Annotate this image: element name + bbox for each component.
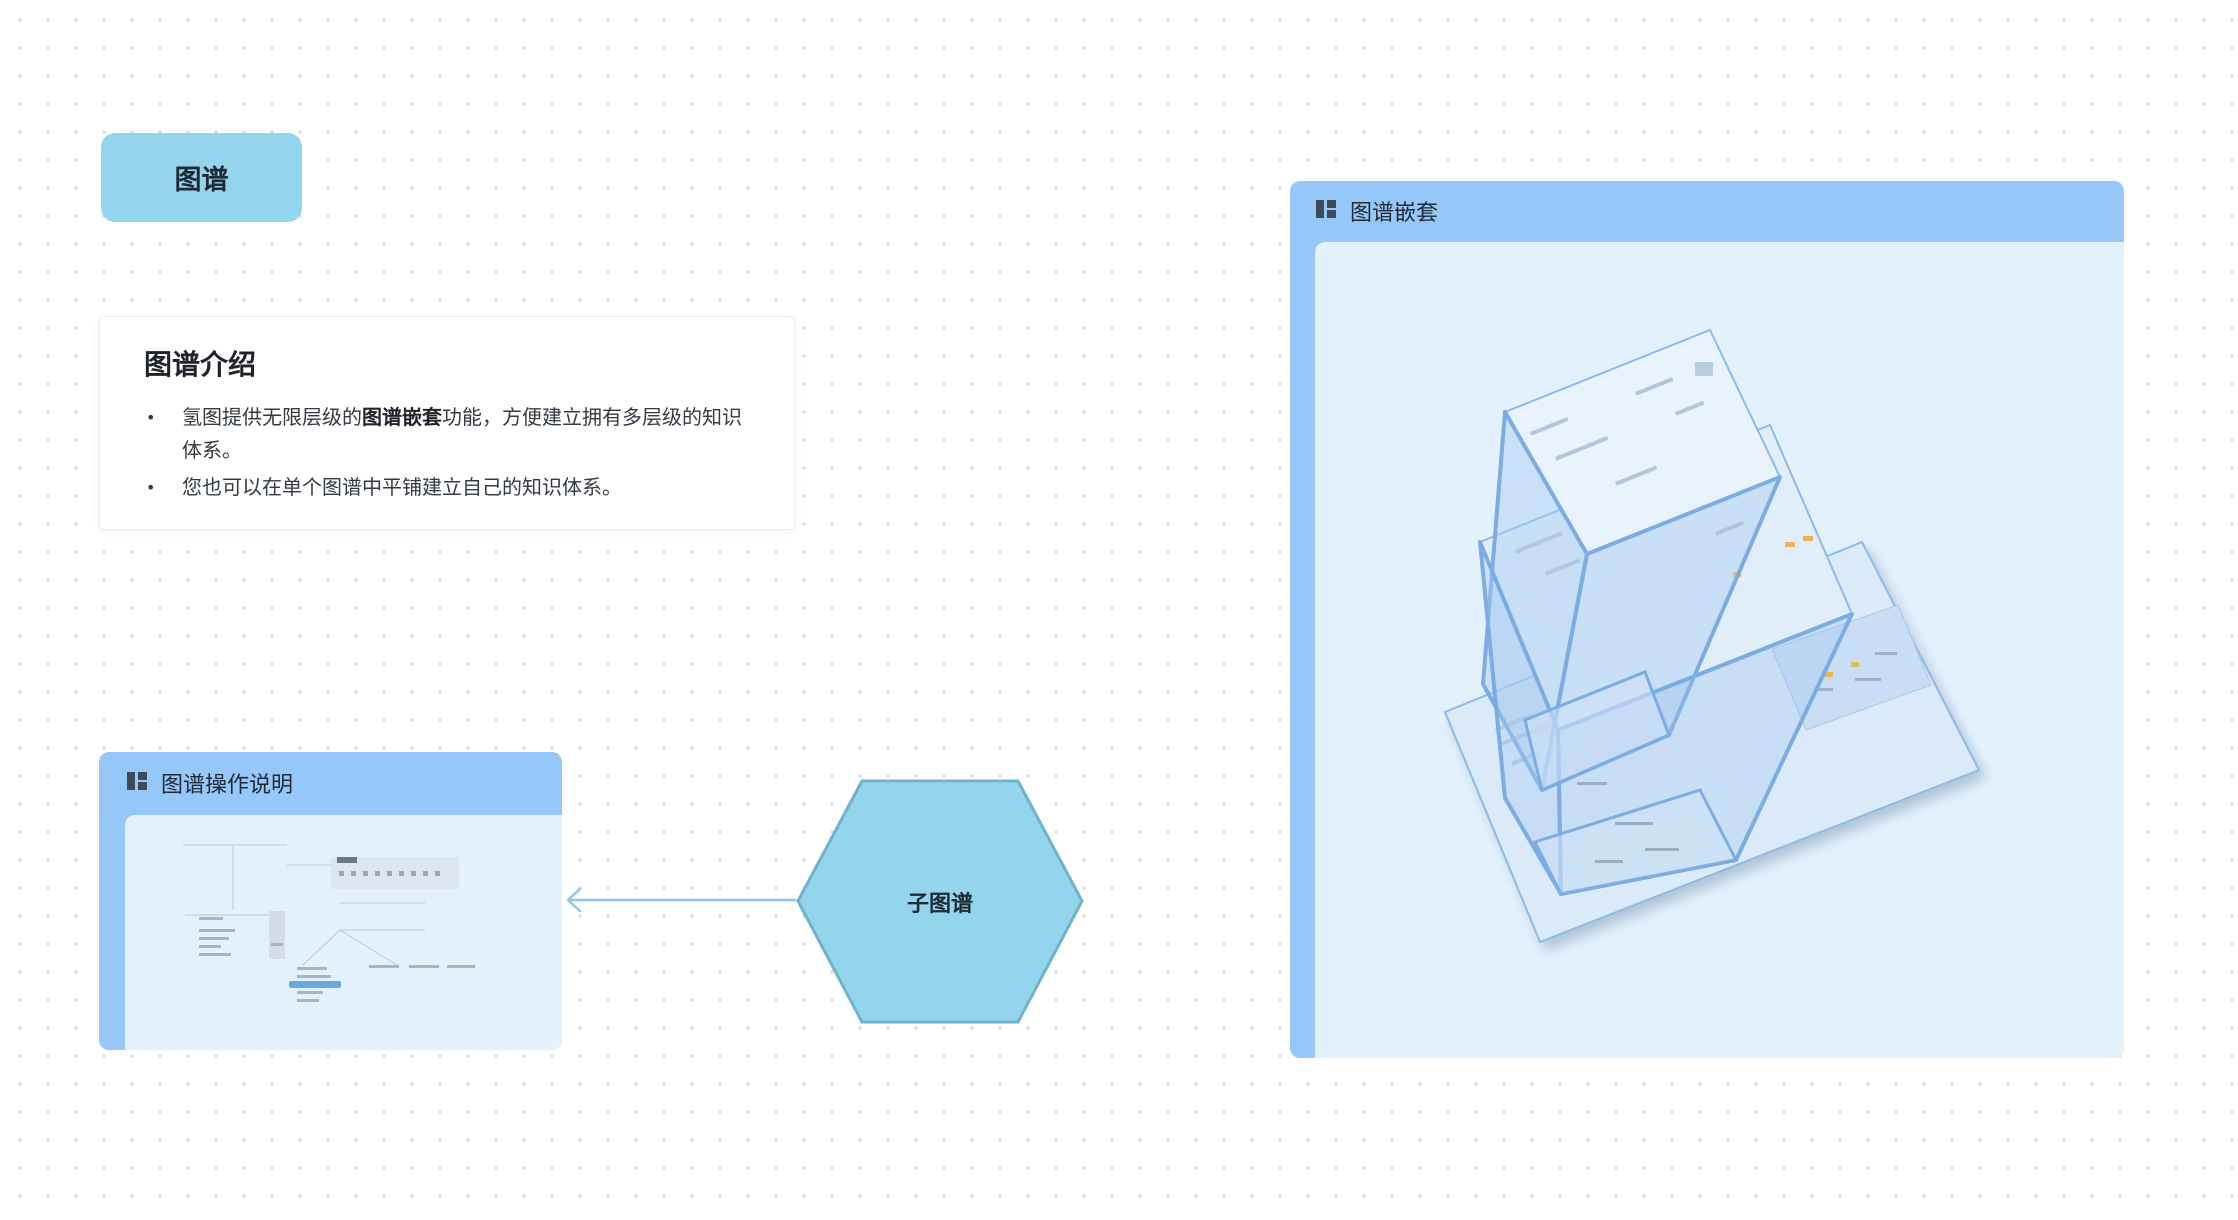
intro-title: 图谱介绍: [144, 348, 257, 381]
intro-item-text: 氢图提供无限层级的: [182, 405, 362, 429]
embed-operation-guide[interactable]: 图谱操作说明: [99, 752, 562, 1050]
embed-header: 图谱嵌套: [1290, 181, 2124, 241]
embed-map-nesting[interactable]: 图谱嵌套: [1290, 181, 2124, 1058]
title-node-label: 图谱: [174, 165, 229, 196]
embed-preview[interactable]: [1315, 242, 2124, 1058]
intro-list: • 氢图提供无限层级的图谱嵌套功能，方便建立拥有多层级的知识体系。 • 您也可以…: [144, 401, 754, 504]
bullet: •: [146, 478, 156, 497]
embed-title: 图谱操作说明: [161, 773, 294, 798]
intro-item-text: 您也可以在单个图谱中平铺建立自己的知识体系。: [182, 475, 622, 499]
intro-item-bold: 图谱嵌套: [362, 405, 442, 429]
hex-node[interactable]: [796, 779, 1084, 1024]
layout-icon: [127, 772, 147, 794]
intro-item: • 您也可以在单个图谱中平铺建立自己的知识体系。: [144, 471, 754, 504]
embed-title: 图谱嵌套: [1350, 201, 1439, 226]
intro-item: • 氢图提供无限层级的图谱嵌套功能，方便建立拥有多层级的知识体系。: [144, 401, 754, 467]
embed-header: 图谱操作说明: [99, 752, 562, 814]
connector-arrow: [566, 887, 796, 913]
layout-icon: [1316, 200, 1336, 222]
preview-thumbnail: [183, 844, 475, 1002]
nested-maps-illustration: [1443, 328, 1981, 944]
embed-preview[interactable]: [125, 815, 562, 1050]
intro-card[interactable]: 图谱介绍 • 氢图提供无限层级的图谱嵌套功能，方便建立拥有多层级的知识体系。 •…: [99, 316, 795, 530]
title-node[interactable]: 图谱: [101, 133, 302, 222]
bullet: •: [146, 408, 156, 427]
intro-item-text: 功能，方便建立拥有多层级的知识体系。: [182, 405, 742, 462]
